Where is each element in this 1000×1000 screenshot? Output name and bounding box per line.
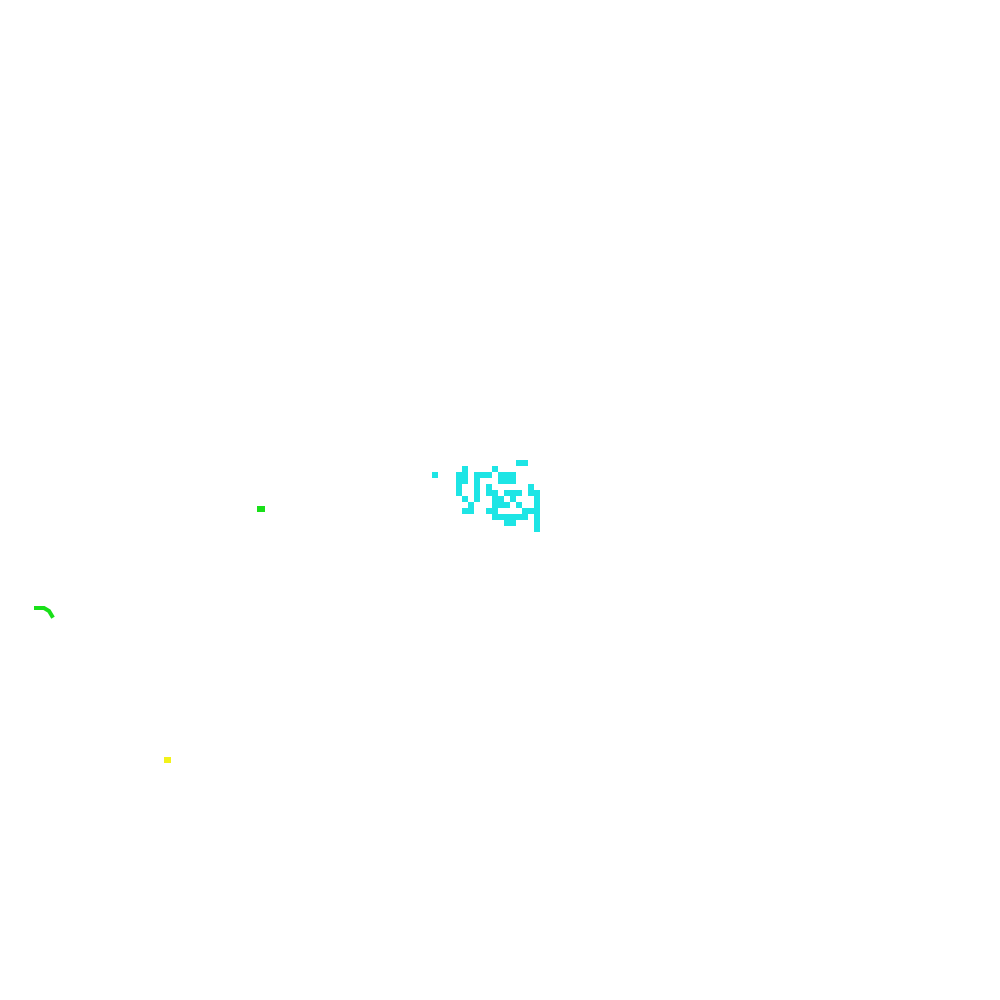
cyan-pixel xyxy=(498,472,504,478)
cyan-pixel xyxy=(522,514,528,520)
cyan-pixel xyxy=(492,514,498,520)
yellow-pixel-dot xyxy=(164,757,171,763)
cyan-pixel xyxy=(492,496,498,502)
cyan-pixel xyxy=(474,496,480,502)
cyan-pixel xyxy=(480,472,486,478)
cyan-pixel xyxy=(534,508,540,514)
cyan-pixel xyxy=(516,502,522,508)
green-pixel-dot xyxy=(257,506,265,512)
cyan-pixel xyxy=(462,466,468,472)
cyan-pixel xyxy=(468,508,474,514)
cyan-pixel xyxy=(534,490,540,496)
cyan-pixel xyxy=(534,520,540,526)
cyan-pixel xyxy=(528,508,534,514)
cyan-pixel xyxy=(534,514,540,520)
cyan-pixel xyxy=(486,472,492,478)
cyan-pixel xyxy=(528,484,534,490)
cyan-pixel xyxy=(510,520,516,526)
cyan-pixel xyxy=(456,472,462,478)
cyan-pixel xyxy=(498,478,504,484)
cyan-pixel xyxy=(528,490,534,496)
cyan-pixel xyxy=(534,502,540,508)
cyan-pixel xyxy=(456,490,462,496)
cyan-pixel-cluster xyxy=(432,460,540,532)
cyan-pixel xyxy=(492,490,498,496)
cyan-pixel xyxy=(498,502,504,508)
cyan-pixel xyxy=(504,472,510,478)
cyan-pixel xyxy=(474,490,480,496)
cyan-pixel xyxy=(516,490,522,496)
cyan-pixel xyxy=(498,496,504,502)
cyan-pixel xyxy=(522,460,528,466)
cyan-pixel xyxy=(504,520,510,526)
cyan-pixel xyxy=(498,514,504,520)
cyan-pixel xyxy=(504,514,510,520)
cyan-pixel xyxy=(534,496,540,502)
cyan-pixel xyxy=(462,472,468,478)
cyan-pixel xyxy=(486,490,492,496)
cyan-pixel xyxy=(462,478,468,484)
cyan-pixel xyxy=(516,514,522,520)
cyan-pixel xyxy=(486,508,492,514)
cyan-pixel xyxy=(504,490,510,496)
cyan-pixel xyxy=(468,502,474,508)
cyan-pixel xyxy=(456,478,462,484)
cyan-pixel xyxy=(510,490,516,496)
cyan-pixel xyxy=(504,478,510,484)
cyan-pixel xyxy=(534,526,540,532)
cyan-pixel xyxy=(462,496,468,502)
cyan-pixel xyxy=(516,460,522,466)
cyan-pixel xyxy=(522,508,528,514)
cyan-pixel xyxy=(510,472,516,478)
cyan-pixel xyxy=(432,472,438,478)
cyan-pixel xyxy=(492,502,498,508)
cyan-pixel xyxy=(504,502,510,508)
cyan-pixel xyxy=(510,514,516,520)
cyan-pixel xyxy=(492,508,498,514)
cyan-pixel xyxy=(474,478,480,484)
cyan-pixel xyxy=(510,478,516,484)
cyan-pixel xyxy=(462,508,468,514)
green-curved-stroke xyxy=(34,606,55,619)
cyan-pixel xyxy=(492,466,498,472)
cyan-pixel xyxy=(510,496,516,502)
cyan-pixel xyxy=(456,484,462,490)
cyan-pixel xyxy=(474,472,480,478)
cyan-pixel xyxy=(474,484,480,490)
cyan-pixel xyxy=(486,484,492,490)
